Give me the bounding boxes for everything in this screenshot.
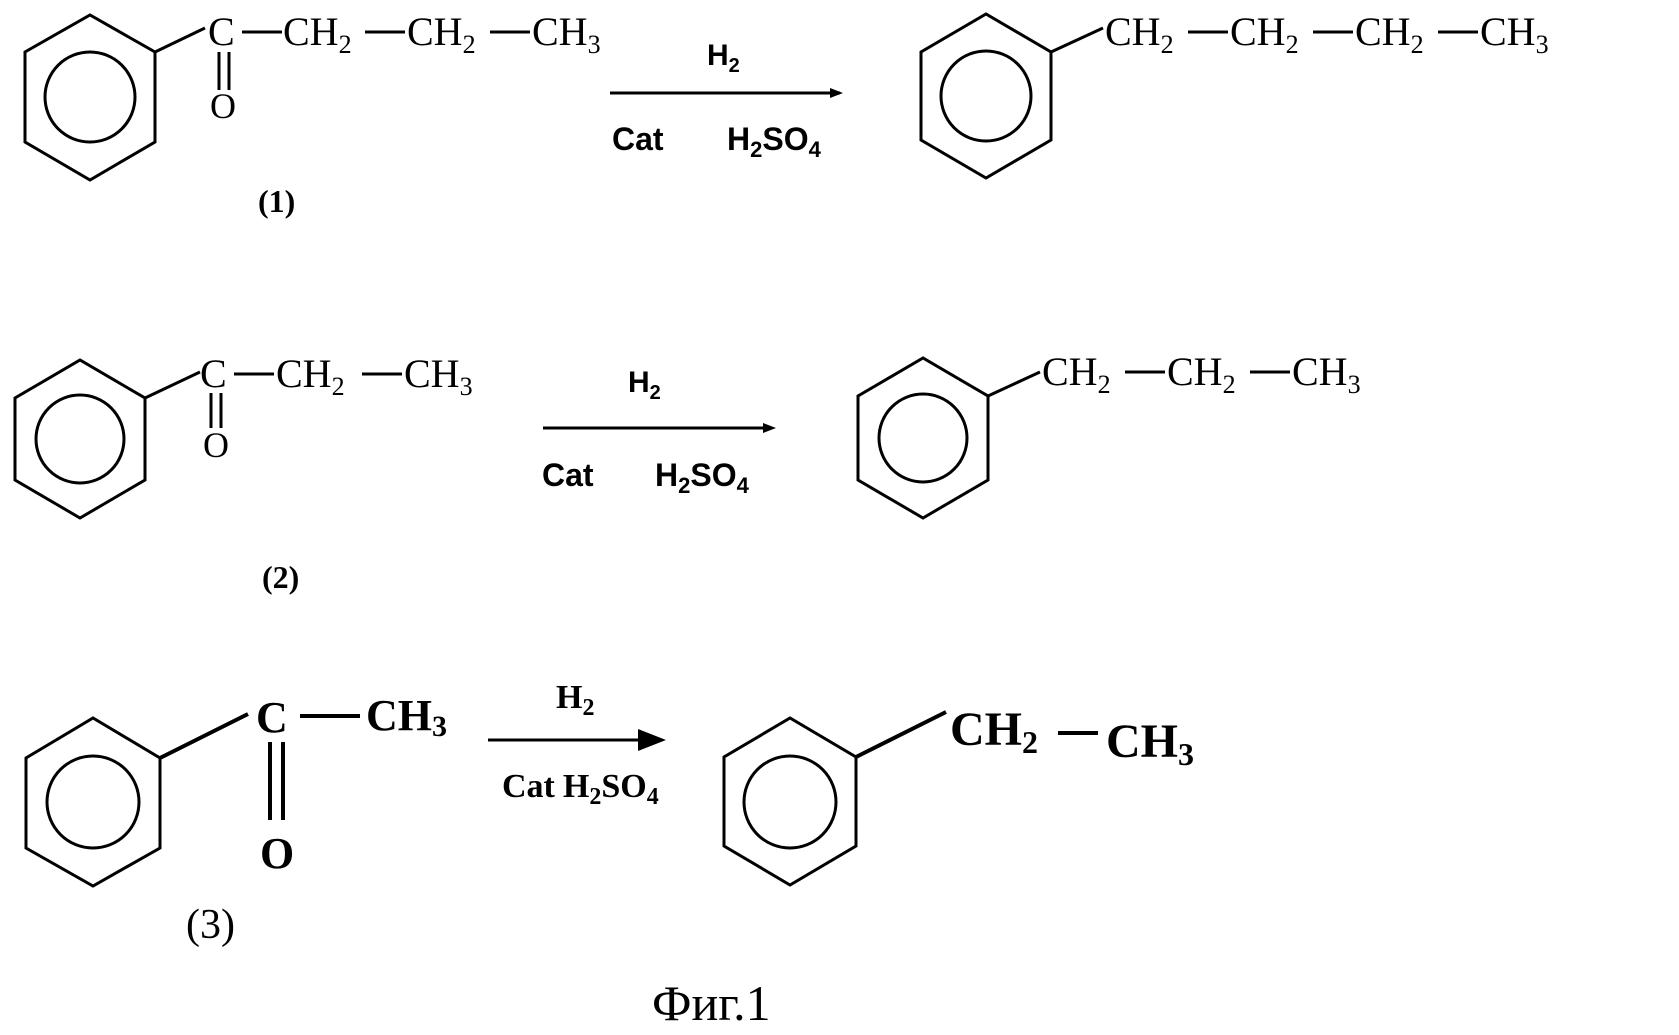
figure-caption: Фиг.1 <box>652 975 771 1031</box>
product-1-benzene-icon <box>921 14 1051 178</box>
reaction-2-catalyst: Cat <box>542 457 594 493</box>
reactant-3-carbonyl-o: O <box>260 829 294 878</box>
reaction-1-catalyst: Cat <box>612 121 664 157</box>
reactant-1-chain-group-3: CH3 <box>532 9 601 59</box>
product-3-chain-group-1: CH2 <box>950 703 1038 760</box>
product-2-chain-group-3: CH3 <box>1292 349 1361 399</box>
reaction-3-conditions: CatH2SO4 <box>502 768 659 810</box>
reactant-2-chain-group-1: CH2 <box>276 351 345 401</box>
product-1-chain-group-1: CH2 <box>1105 9 1174 59</box>
reaction-2-reagent: H2 <box>628 366 661 404</box>
compound-label-2: (2) <box>262 559 299 595</box>
product-1-ring-bond <box>1051 28 1103 52</box>
reactant-3-carbonyl-c: C <box>256 693 288 742</box>
product-3-chain-group-2: CH3 <box>1106 715 1194 772</box>
product-3-benzene-icon <box>724 718 856 885</box>
product-2-chain-group-1: CH2 <box>1042 349 1111 399</box>
reaction-1: C O CH2 CH2 CH3 (1) H2 Cat H2SO4 CH2 CH2… <box>25 9 1549 219</box>
reactant-2-carbonyl-o: O <box>203 425 229 465</box>
reactant-2-ring-carbonyl-bond <box>145 372 200 398</box>
reactant-1-ring-carbonyl-bond <box>155 28 205 52</box>
reaction-1-reagent: H2 <box>707 39 740 77</box>
reaction-2-arrow-icon <box>543 423 776 433</box>
product-2-benzene-icon <box>858 358 988 518</box>
compound-label-3: (3) <box>186 902 235 948</box>
product-1-chain-group-4: CH3 <box>1480 9 1549 59</box>
reactant-2-chain-group-2: CH3 <box>404 351 473 401</box>
reaction-3-arrow-icon <box>488 729 666 751</box>
product-3-ring-bond <box>856 712 946 757</box>
reactant-1-benzene-icon <box>25 15 155 180</box>
compound-label-1: (1) <box>258 183 295 219</box>
reaction-3-reagent: H2 <box>556 679 594 721</box>
reactant-2-benzene-icon <box>15 360 145 518</box>
reaction-1-acid: H2SO4 <box>727 121 822 162</box>
product-1-chain-group-2: CH2 <box>1230 9 1299 59</box>
reaction-3: C O CH3 (3) H2 CatH2SO4 CH2 CH3 <box>26 679 1194 948</box>
reaction-1-arrow-icon <box>610 88 843 98</box>
reactant-3-benzene-icon <box>26 718 160 886</box>
reaction-2: C O CH2 CH3 (2) H2 Cat H2SO4 CH2 CH2 CH3 <box>15 349 1361 595</box>
reaction-2-acid: H2SO4 <box>655 457 750 498</box>
reactant-1-chain-group-1: CH2 <box>283 9 352 59</box>
reactant-1-chain-group-2: CH2 <box>407 9 476 59</box>
product-2-chain-group-2: CH2 <box>1167 349 1236 399</box>
reactant-3-ring-carbonyl-bond <box>160 714 248 758</box>
product-2-ring-bond <box>988 372 1040 396</box>
reactant-2-carbonyl-c: C <box>200 351 227 396</box>
reactant-1-carbonyl-o: O <box>210 86 236 126</box>
product-1-chain-group-3: CH2 <box>1355 9 1424 59</box>
reactant-3-chain-group-1: CH3 <box>366 691 447 743</box>
reactant-1-carbonyl-c: C <box>208 9 235 54</box>
